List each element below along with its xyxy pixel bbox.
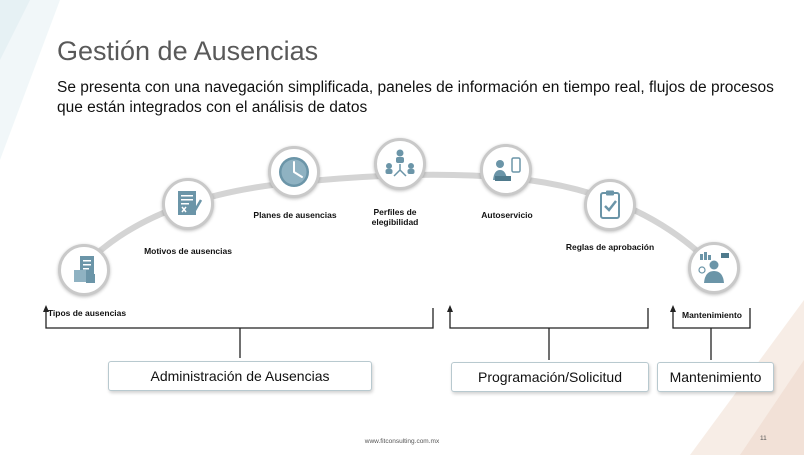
- people-network-icon: [374, 138, 426, 190]
- clock-icon: [268, 146, 320, 198]
- node-label-mantenimiento: Mantenimiento: [682, 310, 742, 320]
- page-number: 11: [760, 435, 767, 442]
- node-label-autoservicio: Autoservicio: [481, 210, 533, 220]
- clipboard-check-icon: [584, 179, 636, 231]
- person-laptop-phone-icon: [480, 144, 532, 196]
- node-label-perfiles: Perfiles de elegibilidad: [371, 207, 419, 227]
- node-label-planes: Planes de ausencias: [253, 210, 337, 220]
- node-label-motivos: Motivos de ausencias: [144, 246, 232, 256]
- group-box-mantenimiento: Mantenimiento: [657, 362, 774, 392]
- node-label-reglas: Reglas de aprobación: [565, 242, 655, 252]
- documents-icon: [58, 244, 110, 296]
- person-dashboard-icon: [688, 242, 740, 294]
- group-box-administracion: Administración de Ausencias: [108, 361, 372, 391]
- form-check-icon: [162, 178, 214, 230]
- group-box-programacion: Programación/Solicitud: [451, 362, 649, 392]
- page-subtitle: Se presenta con una navegación simplific…: [57, 79, 774, 116]
- footer-url: www.fitconsulting.com.mx: [364, 438, 440, 445]
- page-title: Gestión de Ausencias: [57, 36, 319, 66]
- node-label-tipos: Tipos de ausencias: [47, 308, 127, 318]
